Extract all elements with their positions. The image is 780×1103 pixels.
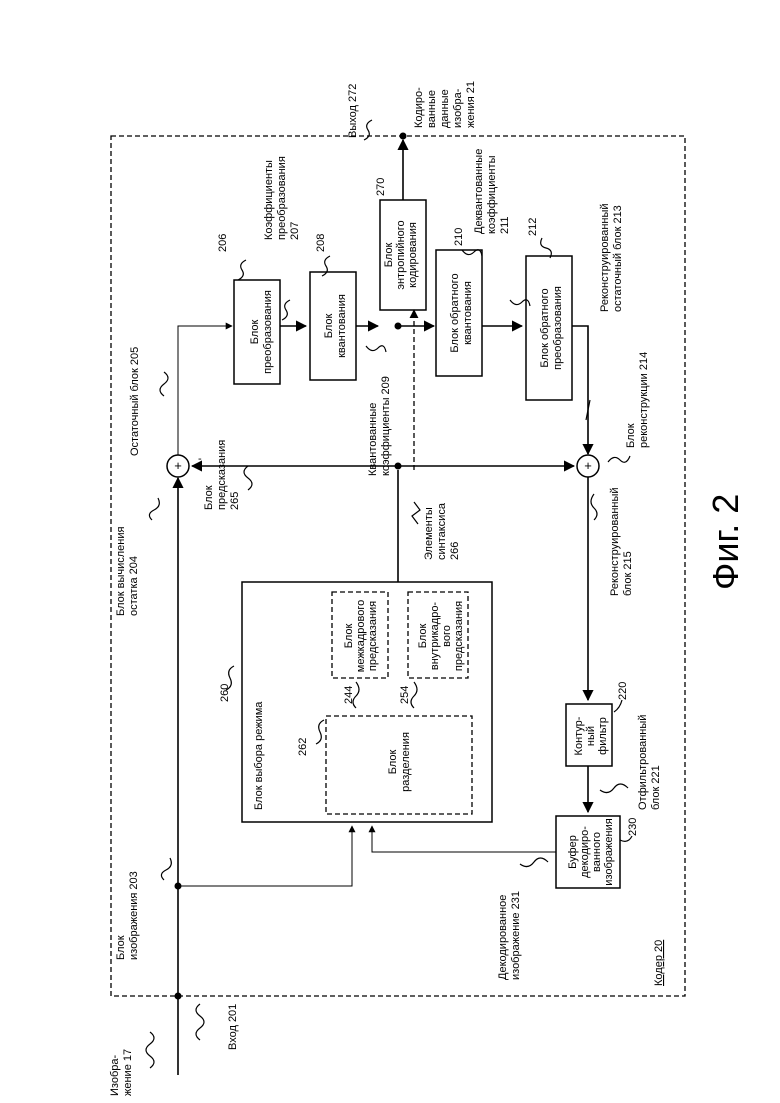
ref-230: 230	[627, 818, 639, 836]
dequant-coeffs-label: Деквантованныекоэффициенты211	[473, 149, 511, 234]
ref-206: 206	[217, 234, 229, 252]
output-junction-dot	[400, 133, 407, 140]
residual-adder: +	[167, 455, 189, 477]
reconstruction-adder: +	[577, 455, 599, 477]
residual-line	[178, 326, 232, 455]
input-label: Вход 201	[227, 1004, 239, 1050]
invtransform-to-recon	[572, 326, 588, 454]
quant-coeffs-label: Квантованныекоэффициенты 209	[367, 376, 392, 476]
pred-block-label: Блокпредсказания265	[203, 440, 241, 510]
svg-text:+: +	[174, 458, 182, 473]
residual-minus-sign: -	[198, 453, 202, 465]
svg-text:+: +	[584, 458, 592, 473]
ref-260: 260	[219, 684, 231, 702]
picture-to-mode-line	[178, 826, 352, 886]
filtered-label: Отфильтрованныйблок 221	[637, 715, 662, 810]
dpb-to-mode	[372, 826, 556, 852]
mode-select-label: Блок выбора режима	[253, 701, 265, 810]
coded-data-label: Кодиро-ванныеданныеизобра-жения 21	[413, 81, 477, 128]
prediction-junction-dot	[395, 463, 402, 470]
ref-254: 254	[399, 686, 411, 704]
reconstruction-label: Блокреконструкции 214	[625, 352, 650, 448]
ref-262: 262	[297, 738, 309, 756]
figure-caption: Фиг. 2	[705, 494, 746, 590]
input-junction-dot	[175, 993, 182, 1000]
output-label: Выход 272	[347, 84, 359, 138]
decoded-pic-label: Декодированноеизображение 231	[497, 891, 522, 980]
ref-208: 208	[315, 234, 327, 252]
ref-210: 210	[453, 228, 465, 246]
ref-212: 212	[527, 218, 539, 236]
recon-residual-label: Реконструированныйостаточный блок 213	[599, 203, 624, 312]
inv-quantization-label: Блок обратногоквантования	[449, 273, 474, 352]
residual-calc-label: Блок вычисленияостатка 204	[115, 526, 140, 616]
picture-in-label: Изобра-жение 17	[109, 1049, 134, 1096]
recon-block-label: Реконструированныйблок 215	[609, 487, 634, 596]
syntax-label: Элементысинтаксиса266	[423, 502, 461, 560]
picture-block-label: Блокизображения 203	[115, 871, 140, 960]
inv-transform-label: Блок обратногопреобразования	[539, 286, 564, 370]
residual-block-label: Остаточный блок 205	[129, 347, 141, 456]
ref-270: 270	[375, 178, 387, 196]
ref-220: 220	[617, 682, 629, 700]
encoder-label: Кодер 20	[653, 940, 665, 986]
transform-coeffs-label: Коэффициентыпреобразования207	[263, 156, 301, 240]
